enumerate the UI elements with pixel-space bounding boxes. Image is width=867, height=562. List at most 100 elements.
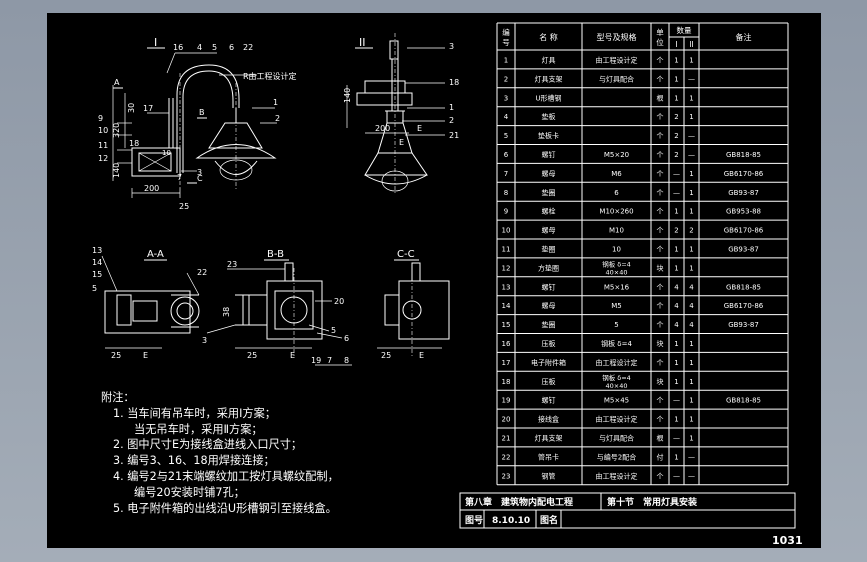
table-header-unit-1: 单 xyxy=(656,27,664,37)
table-cell-qty-i: 2 xyxy=(674,132,678,140)
table-cell-unit: 个 xyxy=(657,56,664,64)
v2-c21: 21 xyxy=(449,131,459,140)
table-cell-qty-i: 1 xyxy=(674,75,678,83)
v1-mark-b: B xyxy=(199,108,205,117)
bb-c6: 6 xyxy=(344,334,349,343)
table-cell-name: 垫板卡 xyxy=(538,131,559,140)
table-cell-qty-ii: — xyxy=(688,472,695,480)
table-cell-qty-i: 2 xyxy=(674,151,678,159)
table-cell-unit: 个 xyxy=(657,132,664,140)
v2-c1: 1 xyxy=(449,103,454,112)
cc-c25: 25 xyxy=(381,351,391,360)
table-cell-qty-i: 1 xyxy=(674,56,678,64)
notes-title: 附注： xyxy=(101,391,135,404)
table-cell-qty-ii: 4 xyxy=(689,283,694,291)
bb-c19: 19 xyxy=(311,356,321,365)
table-cell-no: 3 xyxy=(504,94,508,102)
note-line-2: 当无吊车时，采用Ⅱ方案； xyxy=(134,422,263,436)
table-cell-qty-ii: — xyxy=(688,75,695,83)
cc-ce: E xyxy=(419,351,424,360)
v1-dim10: 10 xyxy=(162,149,171,157)
v1-c2: 2 xyxy=(275,114,280,123)
note-line-7: 5. 电子附件箱的出线沿U形槽钢引至接线盒。 xyxy=(113,501,337,515)
bb-c20: 20 xyxy=(334,297,344,306)
table-cell-spec: 钢板 δ=4 xyxy=(602,259,631,268)
table-cell-qty-i: 1 xyxy=(674,453,678,461)
table-cell-qty-i: 2 xyxy=(674,113,678,121)
table-cell-spec: 与灯具配合 xyxy=(599,74,634,83)
table-cell-no: 23 xyxy=(502,472,511,480)
table-cell-qty-ii: 1 xyxy=(689,416,693,424)
title-chapter: 第八章 建筑物内配电工程 xyxy=(465,496,573,508)
table-cell-remark: GB93-87 xyxy=(728,189,759,197)
table-cell-name: 螺栓 xyxy=(542,207,556,216)
v2-c3: 3 xyxy=(449,42,454,51)
table-cell-spec: 10 xyxy=(612,245,621,253)
v1-c10: 10 xyxy=(98,126,108,135)
table-cell-name: 螺钉 xyxy=(542,282,556,291)
table-cell-name: 垫圈 xyxy=(542,188,556,197)
note-line-5: 4. 编号2与21末端螺纹加工按灯具螺纹配制， xyxy=(113,469,339,483)
table-cell-qty-ii: 1 xyxy=(689,189,693,197)
table-cell-qty-ii: 1 xyxy=(689,434,693,442)
table-cell-unit: 根 xyxy=(657,93,664,102)
table-cell-spec: M10 xyxy=(609,227,624,235)
table-header-qty-ii: II xyxy=(689,40,693,49)
table-cell-qty-i: 2 xyxy=(674,227,678,235)
view2-label: II xyxy=(359,36,366,49)
table-cell-unit: 个 xyxy=(657,283,664,291)
table-cell-name: U形槽钢 xyxy=(535,93,561,102)
table-cell-qty-ii: 1 xyxy=(689,397,693,405)
v1-c25: 25 xyxy=(179,202,189,211)
bb-c7: 7 xyxy=(327,356,332,365)
table-cell-no: 14 xyxy=(502,302,511,310)
table-cell-spec: M5×45 xyxy=(604,397,629,405)
table-cell-spec-2: 40×40 xyxy=(606,268,628,276)
table-cell-no: 17 xyxy=(502,359,511,367)
v2-dim140: 140 xyxy=(343,88,352,103)
table-cell-unit: 个 xyxy=(657,170,664,178)
table-cell-name: 螺钉 xyxy=(542,150,556,159)
v2-c18: 18 xyxy=(449,78,459,87)
table-cell-remark: GB953-88 xyxy=(726,208,761,216)
table-cell-name: 电子附件箱 xyxy=(531,358,566,367)
table-cell-no: 19 xyxy=(502,397,511,405)
table-header-qty-i: I xyxy=(675,40,677,49)
aa-ce: E xyxy=(143,351,148,360)
v2-dim200: 200 xyxy=(375,124,390,133)
aa-c15: 15 xyxy=(92,270,102,279)
table-cell-unit: 个 xyxy=(657,359,664,367)
table-cell-unit: 个 xyxy=(657,245,664,253)
table-cell-no: 15 xyxy=(502,321,511,329)
table-cell-no: 22 xyxy=(502,453,511,461)
table-cell-no: 12 xyxy=(502,264,511,272)
table-cell-no: 20 xyxy=(502,416,511,424)
table-cell-qty-ii: 4 xyxy=(689,302,694,310)
table-cell-no: 8 xyxy=(504,189,508,197)
table-cell-name: 管吊卡 xyxy=(538,452,559,461)
aa-c22: 22 xyxy=(197,268,207,277)
table-cell-name: 垫圈 xyxy=(542,244,556,253)
table-cell-unit: 个 xyxy=(657,321,664,329)
note-line-4: 3. 编号3、16、18用焊接连接； xyxy=(113,454,275,468)
table-cell-no: 2 xyxy=(504,75,508,83)
table-cell-no: 5 xyxy=(504,132,508,140)
table-cell-unit: 个 xyxy=(657,472,664,480)
table-cell-qty-i: 4 xyxy=(674,302,679,310)
v1-note: R由工程设计定 xyxy=(243,71,297,81)
table-cell-qty-i: 1 xyxy=(674,94,678,102)
table-cell-name: 灯具支架 xyxy=(535,74,563,83)
table-cell-unit: 个 xyxy=(657,227,664,235)
table-cell-remark: GB6170-86 xyxy=(724,302,764,310)
table-cell-qty-i: — xyxy=(673,472,680,480)
table-cell-unit: 个 xyxy=(657,416,664,424)
table-cell-spec: M5×16 xyxy=(604,283,630,291)
bb-ce: E xyxy=(290,351,295,360)
table-cell-name: 螺钉 xyxy=(542,396,556,405)
table-cell-name: 垫板 xyxy=(542,112,556,121)
notes-block: 附注： 1. 当车间有吊车时，采用Ⅰ方案； 当无吊车时，采用Ⅱ方案； 2. 图中… xyxy=(101,390,339,516)
v1-dim140: 140 xyxy=(112,163,121,178)
cc-label: C-C xyxy=(397,249,415,260)
view1-label: I xyxy=(154,36,157,49)
table-cell-qty-ii: 1 xyxy=(689,113,693,121)
